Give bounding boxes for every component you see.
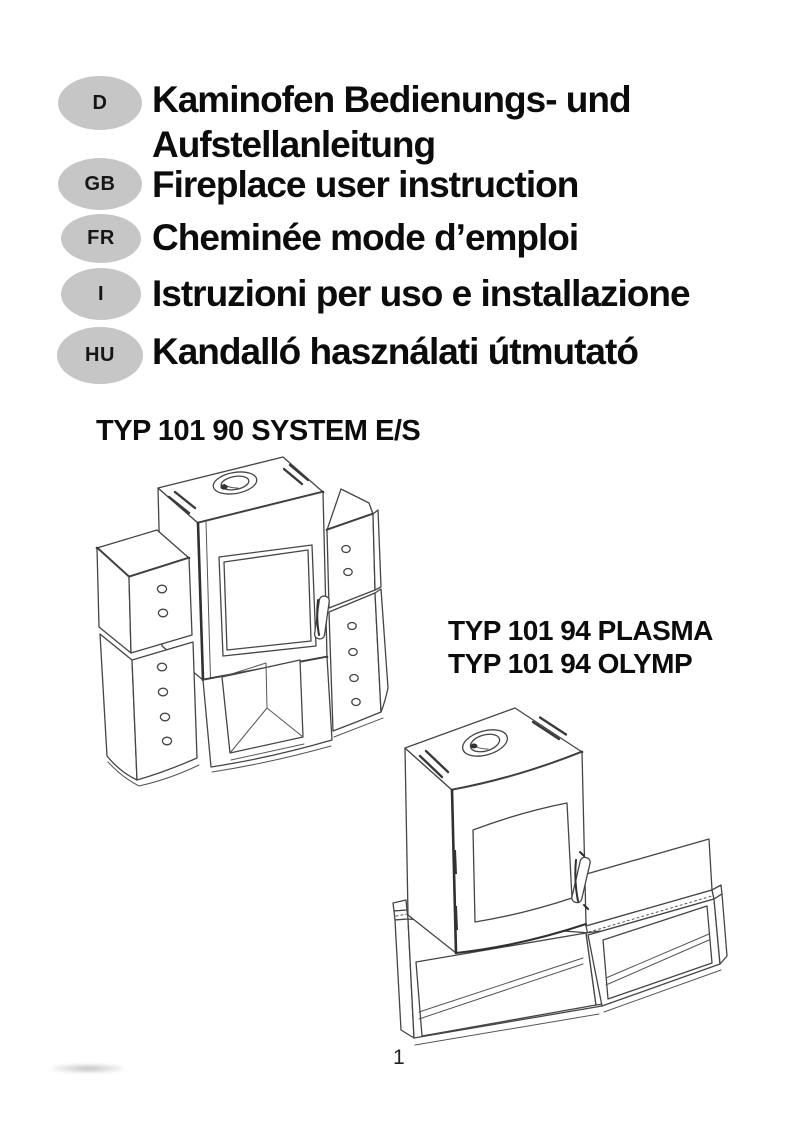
- language-badge-it: I: [61, 268, 141, 320]
- language-badge-it-label: I: [97, 282, 105, 305]
- page-number: 1: [393, 1046, 405, 1069]
- title-hu: Kandalló használati útmutató: [152, 331, 639, 372]
- title-de-line2: Aufstellanleitung: [152, 124, 436, 165]
- language-badge-hu: HU: [57, 327, 143, 384]
- title-de-line1: Kaminofen Bedienungs- und: [152, 79, 632, 120]
- model-label-plasma: TYP 101 94 PLASMA: [448, 615, 713, 646]
- figure-typ-101-94-drawing: [390, 700, 760, 1065]
- model-label-system-es: TYP 101 90 SYSTEM E/S: [96, 415, 421, 447]
- language-badge-hu-label: HU: [85, 344, 115, 366]
- language-badge-fr: FR: [61, 214, 141, 263]
- title-gb: Fireplace user instruction: [152, 164, 579, 205]
- language-badge-fr-label: FR: [87, 227, 115, 249]
- fireplace-system-es-illustration: [95, 456, 389, 787]
- scan-smudge-artifact: [52, 1064, 124, 1073]
- fireplace-plasma-olymp-illustration: [392, 707, 728, 1046]
- language-badge-de: D: [58, 76, 142, 130]
- model-label-olymp: TYP 101 94 OLYMP: [448, 648, 693, 679]
- language-badge-gb-label: GB: [84, 172, 116, 195]
- language-badge-de-label: D: [92, 91, 108, 114]
- language-badge-gb: GB: [58, 158, 142, 210]
- figure-typ-101-90-drawing: [85, 450, 415, 795]
- title-it: Istruzioni per uso e installazione: [152, 273, 691, 314]
- title-fr: Cheminée mode d’emploi: [152, 217, 579, 258]
